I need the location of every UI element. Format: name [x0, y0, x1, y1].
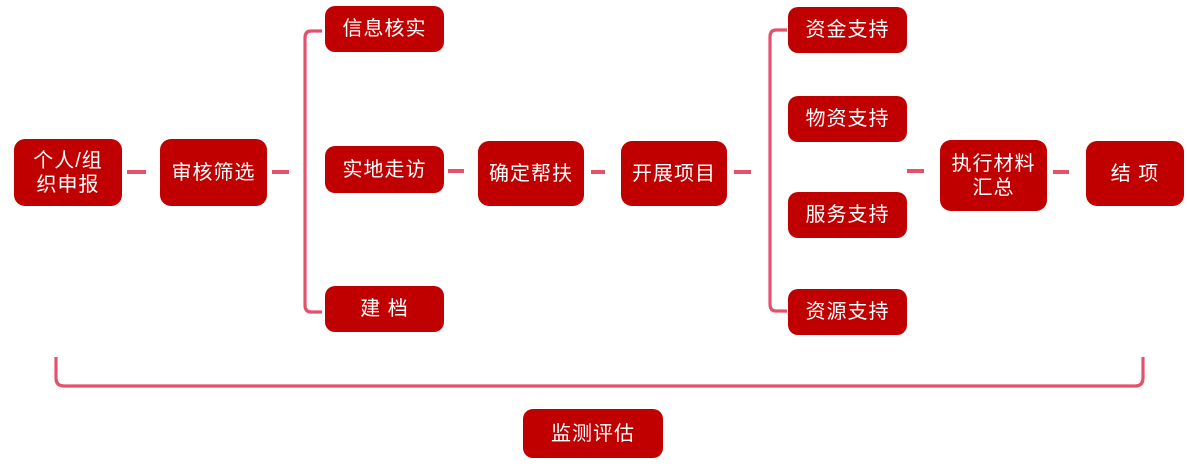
branch-bracket-left	[303, 29, 322, 314]
node-archive: 建 档	[325, 286, 444, 332]
node-label: 建 档	[360, 298, 409, 320]
node-label: 确定帮扶	[489, 162, 573, 185]
node-label: 执行材料 汇总	[951, 152, 1036, 199]
node-declare: 个人/组 织申报	[14, 139, 122, 206]
node-verify: 信息核实	[325, 6, 444, 52]
node-label: 开展项目	[632, 162, 716, 185]
node-closing: 结 项	[1086, 141, 1184, 206]
node-label: 物资支持	[805, 108, 890, 130]
node-label: 资金支持	[805, 19, 890, 41]
node-label: 监测评估	[551, 422, 635, 445]
node-project: 开展项目	[621, 141, 727, 206]
node-visit: 实地走访	[325, 146, 444, 193]
node-confirm: 确定帮扶	[478, 141, 584, 206]
monitor-bracket	[54, 357, 1145, 388]
branch-bracket-right	[768, 28, 787, 313]
node-service: 服务支持	[788, 192, 907, 238]
node-label: 信息核实	[342, 18, 427, 40]
node-label: 结 项	[1110, 162, 1160, 185]
node-review: 审核筛选	[160, 139, 267, 206]
node-goods: 物资支持	[788, 96, 907, 142]
node-resource: 资源支持	[788, 289, 907, 335]
node-fund: 资金支持	[788, 7, 907, 53]
node-monitor: 监测评估	[523, 409, 663, 458]
node-label: 审核筛选	[171, 161, 256, 184]
node-label: 实地走访	[342, 158, 427, 181]
node-label: 个人/组 织申报	[33, 149, 103, 196]
node-label: 资源支持	[805, 301, 890, 323]
node-label: 服务支持	[805, 204, 890, 226]
node-summary: 执行材料 汇总	[940, 140, 1047, 211]
